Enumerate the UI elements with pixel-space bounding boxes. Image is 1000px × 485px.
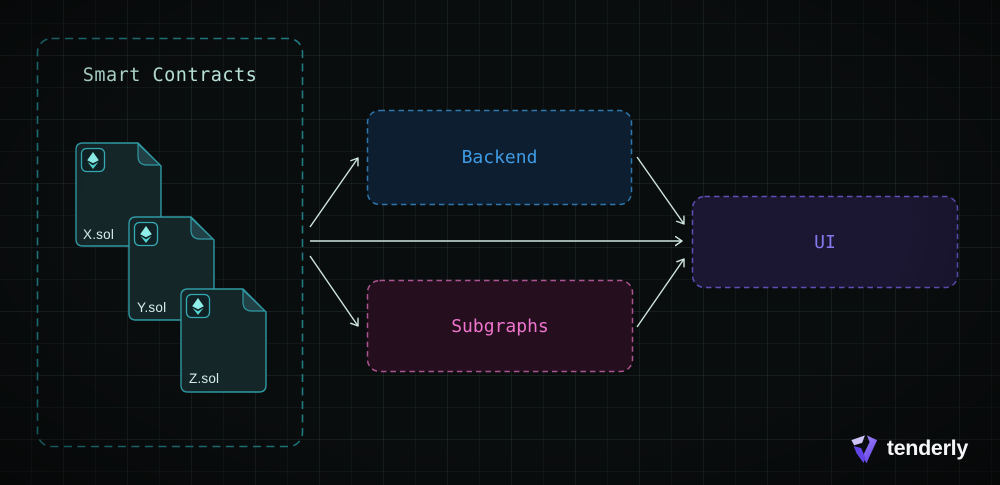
arrow-backend-to-ui: [636, 156, 684, 224]
file-label-x: X.sol: [83, 227, 115, 242]
arrow-subgraphs-to-ui: [636, 259, 684, 328]
file-label-z: Z.sol: [189, 371, 220, 386]
tenderly-brand: tenderly: [849, 432, 968, 465]
logo-blade-light: [851, 435, 865, 446]
subgraphs-node-label: Subgraphs: [451, 315, 549, 337]
ui-node-label: UI: [814, 231, 836, 253]
folded-corner-icon: [137, 142, 162, 166]
smart-contracts-title: Smart Contracts: [82, 64, 258, 86]
file-label-y: Y.sol: [137, 300, 167, 315]
logo-blade-left: [853, 446, 866, 464]
tenderly-logo-text: tenderly: [886, 436, 969, 460]
tenderly-logo-icon: [851, 435, 877, 464]
arrow-contracts-to-backend: [309, 158, 358, 228]
folded-corner-icon: [190, 216, 215, 240]
folded-corner-icon: [242, 288, 267, 312]
logo-blade-right: [862, 435, 877, 464]
arrow-contracts-to-subgraphs: [309, 255, 358, 326]
file-cards: [75, 142, 267, 393]
backend-node-label: Backend: [461, 147, 538, 168]
